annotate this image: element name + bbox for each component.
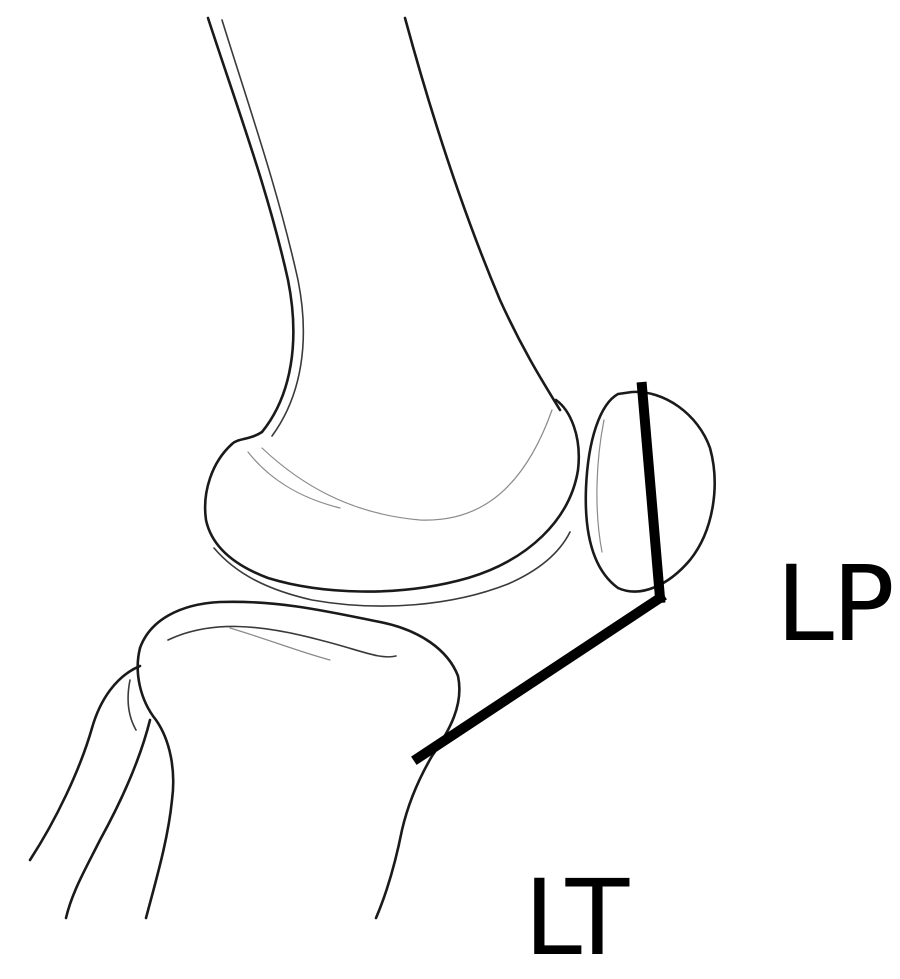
fibula-inner-outline [66, 720, 150, 918]
femur-condyle-lower-rim [214, 532, 570, 606]
tibia-plateau-detail [230, 628, 330, 660]
fibula [30, 666, 150, 918]
tendon-length-label: LT [524, 866, 627, 970]
tibia-plateau-outline [140, 602, 459, 918]
fibula-outline [30, 666, 140, 860]
tibia [138, 602, 460, 918]
patella-inner-line [597, 420, 604, 552]
patellar-tendon-length-line [418, 598, 660, 758]
femur-posterior-outline [208, 18, 293, 444]
femur-articular-line [262, 410, 552, 520]
patella-length-line [642, 387, 660, 598]
patella-length-label: LP [776, 552, 893, 656]
femur-anterior-outline [405, 18, 560, 410]
measurement-lines [418, 387, 660, 758]
femur-articular-line-2 [248, 452, 340, 508]
fibula-detail-line [128, 680, 136, 730]
femur-condyle-outline [205, 400, 579, 592]
femur-posterior-inner-line [222, 20, 303, 436]
tibia-posterior-outline [138, 648, 173, 918]
femur [205, 18, 579, 606]
tibia-plateau-inner-line [168, 626, 396, 656]
